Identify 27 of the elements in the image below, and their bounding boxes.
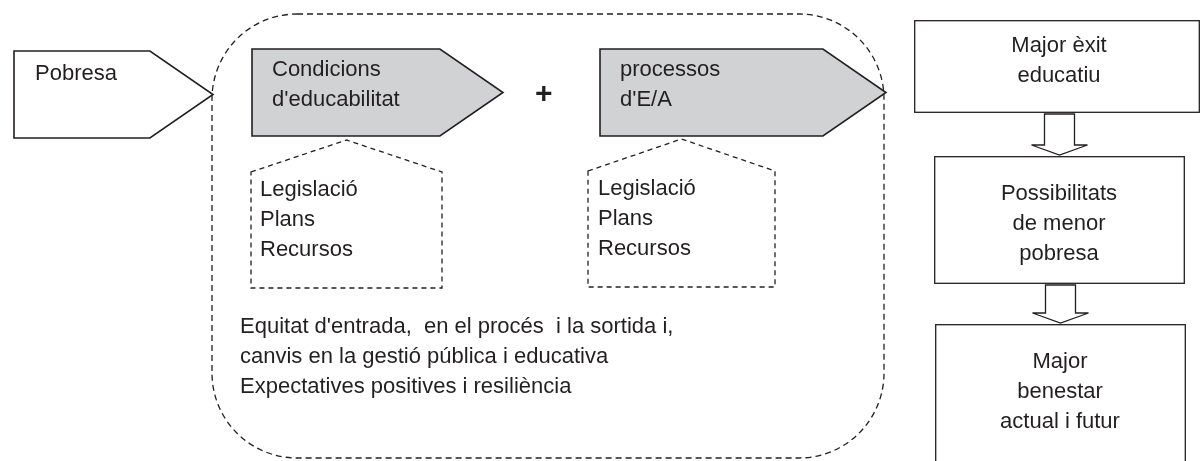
node-text: Plans (598, 204, 655, 232)
dashed-house-box (250, 139, 443, 289)
outcome-box (935, 324, 1186, 461)
arrow-shape-box (599, 48, 887, 137)
node-text: Condicions d'educabilitat (272, 56, 400, 111)
node-text: Legislació (598, 174, 696, 202)
node-text: Major benestar actual i futur (1000, 348, 1120, 433)
node-text: processos d'E/A (620, 56, 722, 111)
node-text: Major èxit educatiu (1011, 32, 1108, 87)
node-text: Legislació (260, 175, 358, 203)
dashed-house-box (587, 138, 776, 288)
node-text: Pobresa (35, 60, 117, 85)
dashed-rounded-region (211, 13, 885, 459)
plus-sign: + (535, 75, 553, 111)
node-text: Expectatives positives i resiliència (240, 372, 573, 400)
outcome-box (934, 156, 1185, 284)
node-text: canvis en la gestió pública i educativa (240, 342, 610, 370)
node-text: Equitat d'entrada, en el procés i la sortida i, (240, 312, 675, 340)
node-text: Plans (260, 205, 317, 233)
node-text: Recursos (598, 234, 692, 262)
arrow-shape-box (13, 50, 214, 139)
node-text: Possibilitats de menor pobresa (1000, 180, 1119, 265)
arrow-shape-box (251, 48, 504, 137)
block-arrow (1030, 113, 1089, 156)
block-arrow (1031, 284, 1090, 324)
node-text: Recursos (260, 235, 354, 263)
outcome-box (914, 20, 1200, 113)
